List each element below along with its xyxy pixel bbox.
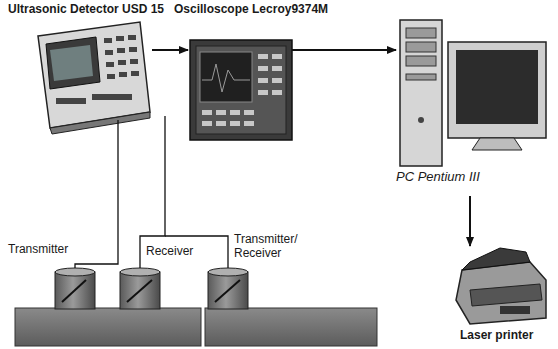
transmitter-probe: Transmitter bbox=[55, 268, 95, 309]
oscilloscope-device: Oscilloscope Lecroy9374M bbox=[190, 40, 292, 140]
device-label: Transmitter bbox=[8, 242, 68, 256]
pc-device: PC Pentium III bbox=[398, 18, 548, 194]
detector-device: Ultrasonic Detector USD 15 bbox=[35, 22, 152, 134]
device-label: Ultrasonic Detector USD 15 bbox=[8, 2, 164, 16]
signal-arrow bbox=[469, 196, 471, 246]
device-label: Transmitter/ Receiver bbox=[234, 232, 314, 260]
device-label: PC Pentium III bbox=[396, 170, 480, 184]
device-label: Laser printer bbox=[460, 328, 533, 342]
printer-device: Laser printer bbox=[454, 248, 548, 326]
signal-arrow bbox=[152, 49, 188, 51]
receiver-probe: Receiver bbox=[120, 268, 160, 309]
signal-arrow bbox=[292, 49, 396, 51]
probe-cable bbox=[75, 120, 118, 268]
device-label: Receiver bbox=[146, 244, 193, 258]
transceiver-probe: Transmitter/ Receiver bbox=[208, 268, 248, 309]
device-label: Oscilloscope Lecroy9374M bbox=[174, 2, 328, 16]
